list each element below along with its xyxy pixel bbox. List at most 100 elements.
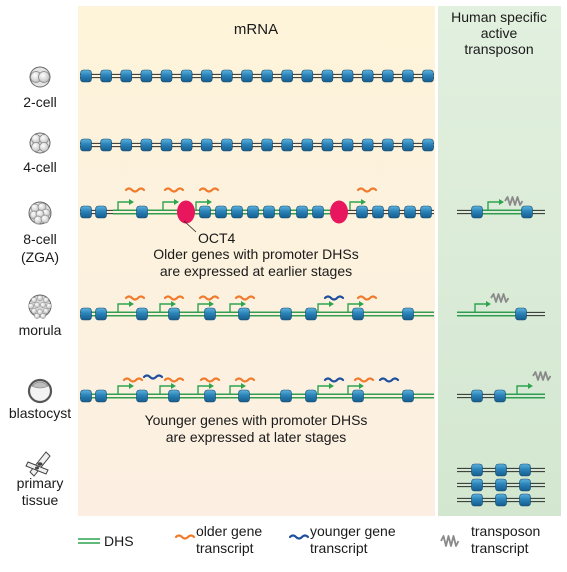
legend-dhs-swatch — [78, 538, 100, 544]
legend-older-label-line-1: older gene — [196, 523, 262, 539]
stage-label-blastocyst: blastocyst — [9, 405, 71, 421]
older-gene-transcript-wave — [124, 295, 146, 301]
legend: DHS older gene transcript younger gene t… — [78, 523, 540, 556]
oct4-protein — [177, 200, 195, 224]
nucleosome — [136, 389, 148, 403]
nucleosome — [281, 69, 293, 83]
dhs-segment — [479, 209, 524, 215]
older-gene-transcript-wave — [356, 295, 378, 301]
nucleosome — [422, 138, 434, 152]
tss-arrow — [347, 301, 364, 312]
mrna-panel — [78, 6, 435, 516]
four-cell-embryo-icon — [29, 132, 51, 154]
nucleosome — [495, 478, 507, 492]
nucleosome — [381, 138, 394, 152]
younger-gene-transcript-wave — [323, 377, 345, 383]
stage-label-4-cell: 4-cell — [23, 159, 56, 175]
tss-arrow — [474, 301, 491, 312]
nucleosome — [312, 205, 324, 219]
nucleosome — [241, 138, 253, 152]
legend-dhs-label: DHS — [104, 533, 134, 549]
older-genes-statement-line-2: are expressed at earlier stages — [160, 263, 352, 279]
nucleosome — [241, 69, 253, 83]
legend-transposon-label-line-1: transposon — [471, 523, 540, 539]
nucleosome — [321, 138, 334, 152]
legend-younger-label-line-1: younger gene — [310, 523, 396, 539]
transposon-transcript-wave — [490, 293, 510, 303]
transposon-title-line-1: Human specific — [451, 9, 547, 25]
tss-arrow — [349, 199, 366, 210]
stage-label-8-cell: 8-cell — [23, 231, 56, 247]
nucleosome — [238, 389, 250, 403]
nucleosome — [301, 69, 314, 83]
transposon-title-line-2: active — [481, 25, 518, 41]
two-cell-embryo-icon — [29, 66, 51, 88]
nucleosome — [280, 307, 292, 321]
dhs-segment — [457, 311, 522, 317]
morula-icon — [28, 294, 52, 319]
nucleosome — [519, 463, 531, 477]
tss-arrow — [159, 301, 176, 312]
primary-tissue-icon — [25, 451, 51, 477]
nucleosome — [221, 69, 233, 83]
stage-label-2-cell: 2-cell — [23, 94, 56, 110]
nucleosome — [519, 493, 531, 507]
nucleosome — [471, 478, 483, 492]
nucleosome — [100, 138, 112, 152]
nucleosome — [200, 69, 213, 83]
nucleosome — [361, 69, 374, 83]
transposon-title-line-3: transposon — [464, 41, 533, 57]
nucleosome — [221, 138, 233, 152]
nucleosome — [296, 205, 308, 219]
nucleosome — [352, 389, 364, 403]
nucleosome — [402, 69, 414, 83]
stage-label-morula: morula — [19, 322, 62, 338]
older-gene-transcript-wave — [163, 377, 185, 383]
tss-arrow — [195, 199, 212, 210]
nucleosome — [301, 138, 314, 152]
nucleosome — [136, 307, 148, 321]
stage-label-tissue: tissue — [22, 492, 59, 508]
nucleosome — [140, 138, 153, 152]
younger-genes-statement-line-2: are expressed at later stages — [166, 429, 347, 445]
nucleosome — [136, 205, 148, 219]
blastocyst-icon — [27, 378, 53, 404]
tss-arrow — [117, 383, 134, 394]
eight-cell-embryo-icon — [28, 201, 52, 225]
legend-younger-swatch — [288, 534, 310, 540]
nucleosome — [402, 389, 414, 403]
stage-label-primary: primary — [17, 475, 64, 491]
older-gene-transcript-wave — [122, 377, 144, 383]
legend-older-label-line-2: transcript — [196, 540, 254, 556]
nucleosome — [204, 307, 216, 321]
older-gene-transcript-wave — [234, 377, 256, 383]
older-gene-transcript-wave — [353, 377, 375, 383]
nucleosome — [120, 69, 133, 83]
nucleosome — [261, 138, 273, 152]
nucleosome — [471, 389, 483, 403]
tss-arrow — [197, 383, 214, 394]
older-gene-transcript-wave — [163, 187, 185, 193]
nucleosome — [247, 205, 259, 219]
nucleosome — [521, 205, 533, 219]
oct4-protein — [330, 200, 348, 224]
dhs-segment — [505, 393, 545, 399]
tss-arrow — [162, 199, 179, 210]
nucleosome — [200, 138, 213, 152]
nucleosome — [281, 138, 293, 152]
legend-younger-label-line-2: transcript — [310, 540, 368, 556]
nucleosome — [352, 307, 364, 321]
tss-arrow — [117, 199, 134, 210]
legend-older-swatch — [174, 534, 196, 540]
nucleosome — [231, 205, 243, 219]
tss-arrow — [229, 383, 246, 394]
transposon-transcript-wave — [532, 371, 552, 381]
tss-arrow — [317, 383, 334, 394]
nucleosome — [215, 205, 227, 219]
older-gene-transcript-wave — [356, 187, 378, 193]
tss-arrow — [317, 301, 334, 312]
nucleosome — [515, 307, 527, 321]
nucleosome — [420, 205, 432, 219]
nucleosome — [404, 205, 416, 219]
